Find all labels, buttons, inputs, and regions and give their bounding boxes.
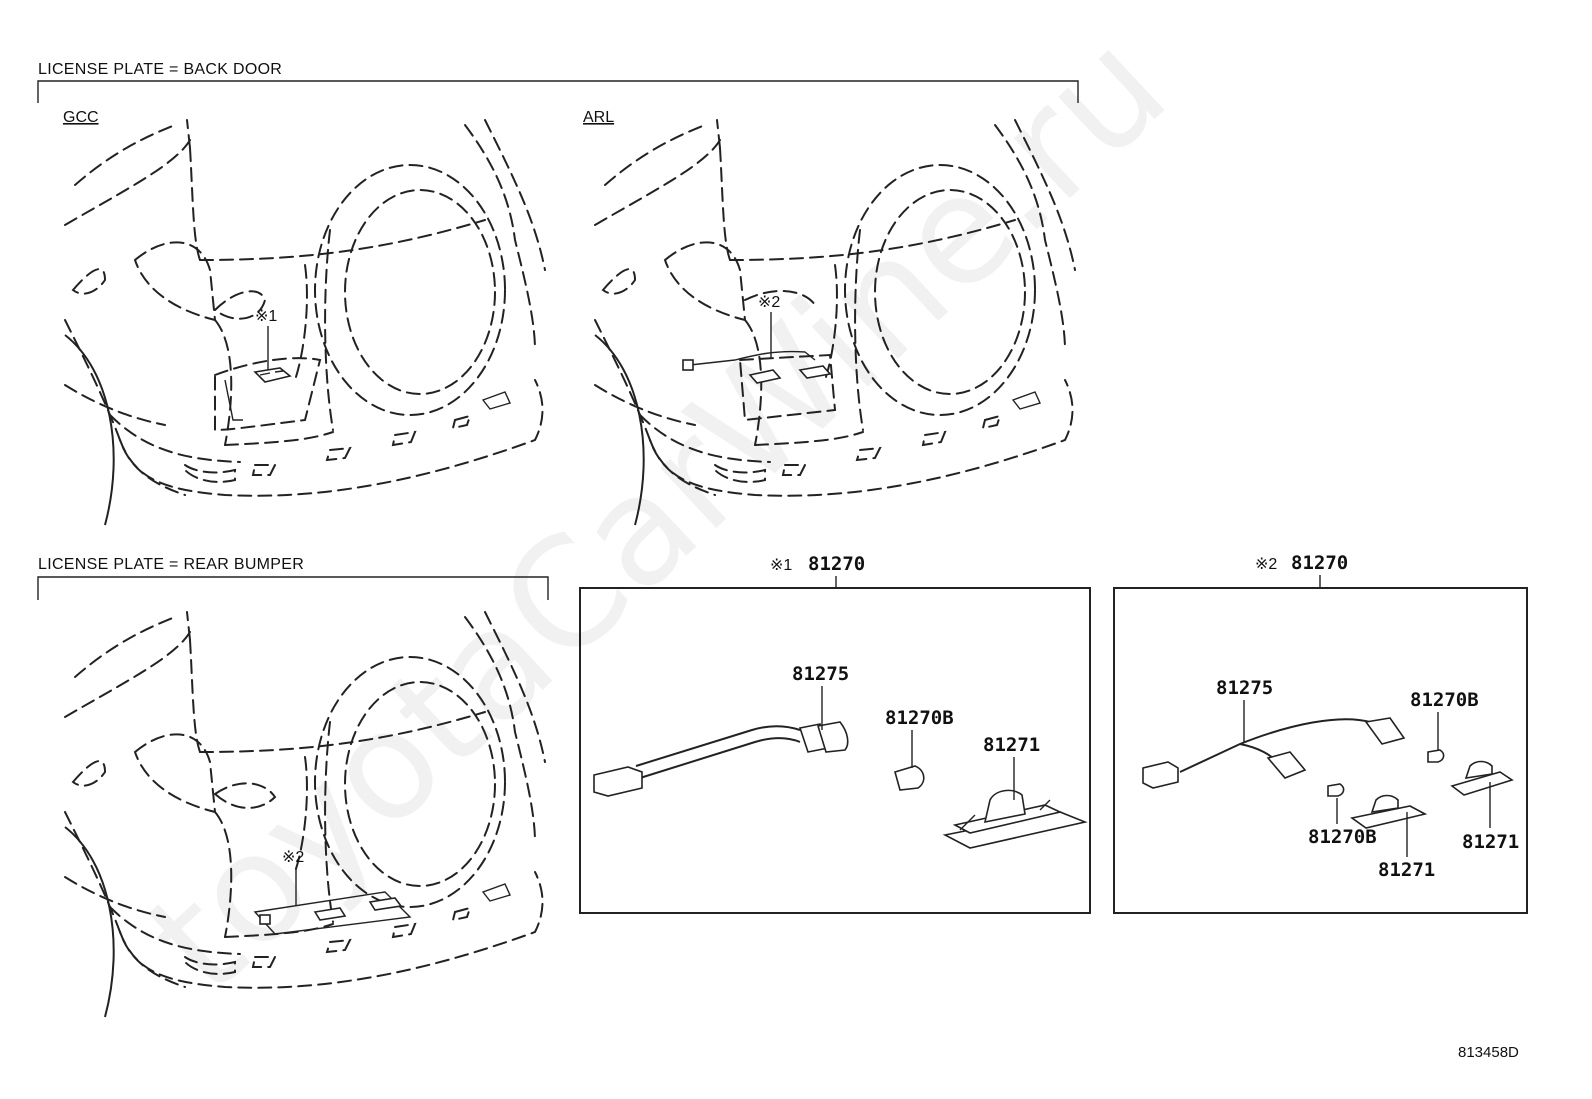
part-81270B-type2-right-label: 81270B — [1410, 689, 1479, 711]
assembly-1-box — [579, 587, 1091, 914]
car-illustration-arl — [594, 119, 1076, 526]
assembly-2-number: 81270 — [1291, 552, 1348, 574]
part-81271-type1-label: 81271 — [983, 734, 1040, 756]
bulb-81270B-type2-right — [1427, 749, 1445, 763]
section-bracket-rear-bumper — [37, 576, 549, 600]
lens-81271-type2-left — [1350, 794, 1428, 829]
diagram-code: 813458D — [1458, 1044, 1519, 1061]
part-81271-type2-left-label: 81271 — [1378, 859, 1435, 881]
part-81270B-type2-left-label: 81270B — [1308, 826, 1377, 848]
socket-81275-type2 — [1142, 717, 1406, 789]
assembly-1-marker: ※1 — [770, 557, 792, 574]
callout-arl-lamp: ※2 — [758, 294, 780, 311]
lens-81271-type1 — [942, 789, 1088, 849]
callout-bumper-lamp: ※2 — [282, 849, 304, 866]
part-81275-type2-label: 81275 — [1216, 677, 1273, 699]
part-81271-type2-right-label: 81271 — [1462, 831, 1519, 853]
callout-gcc-lamp: ※1 — [255, 308, 277, 325]
car-illustration-gcc — [64, 119, 546, 526]
watermark: toyotaCarWine.ru — [116, 0, 1199, 1026]
lens-81271-type2-right — [1450, 760, 1514, 796]
assembly-2-marker: ※2 — [1255, 556, 1277, 573]
variant-label-arl: ARL — [583, 109, 614, 126]
car-illustration-rear-bumper — [64, 611, 546, 1018]
assembly-1-number: 81270 — [808, 553, 865, 575]
section-title-rear-bumper: LICENSE PLATE = REAR BUMPER — [38, 556, 304, 573]
socket-81275-type1 — [593, 721, 849, 797]
variant-label-gcc: GCC — [63, 109, 99, 126]
assembly-2-box — [1113, 587, 1528, 914]
bulb-81270B-type2-left — [1327, 783, 1345, 797]
part-81270B-type1-label: 81270B — [885, 707, 954, 729]
section-bracket-back-door — [37, 80, 1079, 103]
part-81275-type1-label: 81275 — [792, 663, 849, 685]
bulb-81270B-type1 — [894, 765, 925, 791]
section-title-back-door: LICENSE PLATE = BACK DOOR — [38, 61, 282, 78]
